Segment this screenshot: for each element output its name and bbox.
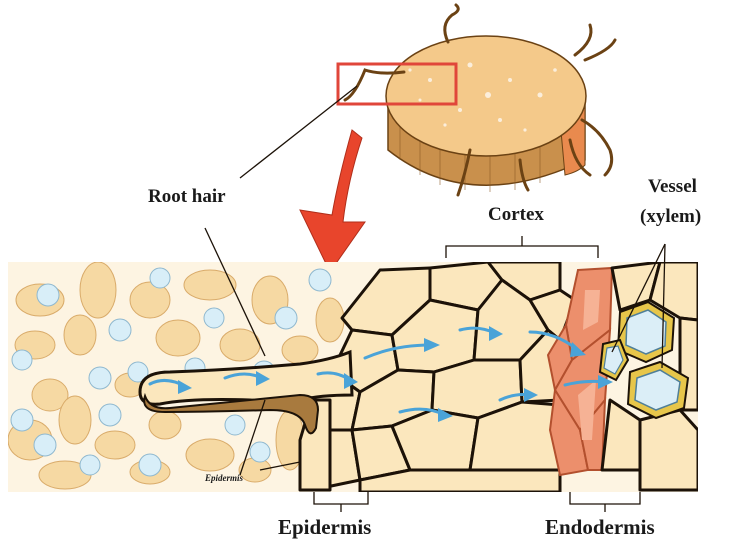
label-root-hair: Root hair	[148, 186, 226, 207]
label-cortex: Cortex	[488, 204, 544, 225]
label-epidermis: Epidermis	[278, 515, 371, 539]
tissue-band	[8, 262, 698, 492]
label-epidermis-small: Epidermis	[204, 473, 244, 483]
label-xylem: (xylem)	[640, 206, 701, 227]
label-endodermis: Endodermis	[545, 515, 655, 539]
zoom-direction-arrow-icon	[300, 130, 365, 272]
root-cross-section	[338, 5, 615, 195]
label-vessel: Vessel	[648, 176, 697, 197]
